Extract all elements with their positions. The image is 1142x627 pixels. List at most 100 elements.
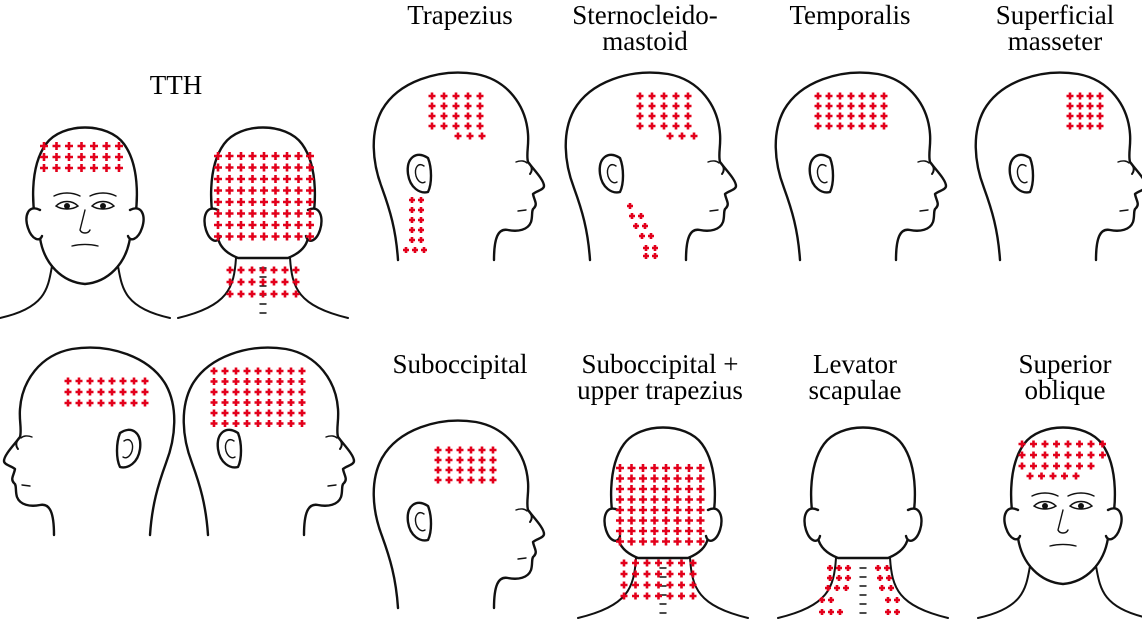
trigger-point-marker — [141, 399, 149, 407]
trigger-point-marker — [237, 175, 245, 183]
trigger-point-marker — [243, 409, 251, 417]
trigger-point-marker — [662, 485, 670, 493]
trigger-point-marker — [648, 92, 656, 100]
trigger-point-marker — [225, 209, 234, 218]
trigger-point-marker — [283, 198, 291, 206]
trigger-point-marker — [894, 609, 900, 615]
head-outline — [372, 71, 546, 262]
trigger-point-marker — [225, 175, 234, 183]
trigger-point-marker — [639, 474, 647, 483]
trigger-point-marker — [685, 506, 693, 514]
trigger-point-marker — [639, 464, 647, 472]
ear-inner — [816, 164, 828, 184]
trigger-point-marker — [243, 378, 251, 385]
trigger-point-marker — [418, 207, 424, 213]
trigger-point-marker — [885, 609, 891, 615]
trigger-point-marker — [660, 112, 668, 120]
trigger-point-marker — [1061, 472, 1068, 480]
trigger-point-marker — [1053, 451, 1060, 459]
trigger-point-marker — [232, 378, 240, 385]
trigger-point-marker — [214, 232, 222, 241]
trigger-point-marker — [298, 420, 306, 427]
trigger-point-marker — [108, 399, 116, 407]
trigger-point-marker — [294, 221, 303, 229]
mouth-line — [517, 557, 527, 560]
trigger-point-marker — [283, 209, 291, 218]
trigger-point-marker — [827, 575, 833, 581]
trigger-point-marker — [652, 245, 658, 251]
trigger-point-marker — [292, 278, 300, 286]
trigger-point-marker — [237, 163, 245, 172]
nose — [1057, 509, 1069, 534]
mouth — [1049, 543, 1077, 547]
trigger-point-marker — [115, 153, 123, 161]
trigger-point-marker — [627, 474, 636, 483]
trigger-point-marker — [456, 446, 464, 454]
trigger-point-marker — [276, 388, 284, 396]
trigger-point-marker — [666, 132, 674, 140]
trigger-point-marker — [237, 209, 245, 218]
trigger-point-marker — [673, 537, 682, 546]
trigger-point-marker — [232, 399, 240, 406]
trigger-point-marker — [1041, 440, 1049, 448]
trigger-point-marker — [666, 570, 674, 578]
trigger-point-marker — [633, 223, 639, 229]
trigger-point-marker — [306, 198, 314, 206]
trigger-point-marker — [276, 420, 284, 427]
trigger-point-marker — [214, 221, 222, 229]
trigger-point-marker — [237, 198, 245, 206]
trigger-point-marker — [648, 122, 656, 130]
label-trapezius: Trapezius — [407, 0, 513, 30]
ear-inner — [414, 512, 426, 532]
trigger-point-marker — [243, 420, 251, 427]
trigger-point-marker — [877, 575, 883, 581]
trigger-point-marker — [237, 266, 245, 274]
trigger-point-marker — [627, 464, 636, 472]
trigger-point-marker — [65, 142, 73, 150]
trigger-point-marker — [632, 570, 639, 578]
trigger-point-marker — [90, 153, 98, 161]
trigger-point-marker — [627, 527, 636, 535]
trigger-point-marker — [1096, 102, 1104, 110]
neck-shoulders — [0, 265, 171, 319]
trigger-point-marker — [452, 102, 460, 110]
trigger-point-marker — [467, 456, 475, 464]
trigger-point-marker — [225, 152, 234, 160]
trigger-point-marker — [1076, 462, 1083, 470]
trigger-point-marker — [428, 122, 436, 130]
trigger-point-marker — [1030, 462, 1037, 470]
trigger-point-marker — [678, 132, 686, 140]
trigger-point-marker — [836, 112, 844, 120]
trigger-point-marker — [616, 495, 624, 504]
trigger-point-marker — [294, 163, 303, 172]
trigger-point-marker — [276, 367, 284, 375]
trigger-point-marker — [672, 92, 680, 100]
head-outline — [809, 426, 917, 560]
trigger-point-marker — [478, 456, 486, 464]
tth-back — [177, 126, 349, 319]
trigger-point-marker — [639, 506, 647, 514]
trigger-point-marker — [75, 388, 83, 396]
trigger-point-marker — [814, 92, 822, 100]
label-suboccipital-upper-trapezius: Suboccipital +upper trapezius — [577, 349, 743, 405]
trigger-point-marker — [616, 474, 624, 483]
trigger-point-marker — [888, 585, 894, 591]
trigger-point-marker — [627, 495, 636, 504]
trigger-point-marker — [418, 217, 424, 223]
trigger-point-marker — [689, 592, 697, 600]
head-outline — [2, 346, 176, 537]
trigger-point-marker — [616, 516, 624, 525]
trigger-point-marker — [627, 516, 636, 525]
pupil-left — [1042, 503, 1048, 509]
trigger-point-marker — [1030, 440, 1037, 448]
trigger-point-marker — [119, 399, 127, 407]
trigger-point-marker — [632, 581, 639, 589]
trigger-point-marker — [1076, 92, 1084, 100]
trigger-point-marker — [1026, 472, 1034, 480]
eye-line — [515, 508, 528, 512]
trigger-point-marker — [814, 122, 822, 130]
trigger-point-marker — [662, 516, 670, 525]
trigger-point-marker — [1049, 472, 1057, 480]
